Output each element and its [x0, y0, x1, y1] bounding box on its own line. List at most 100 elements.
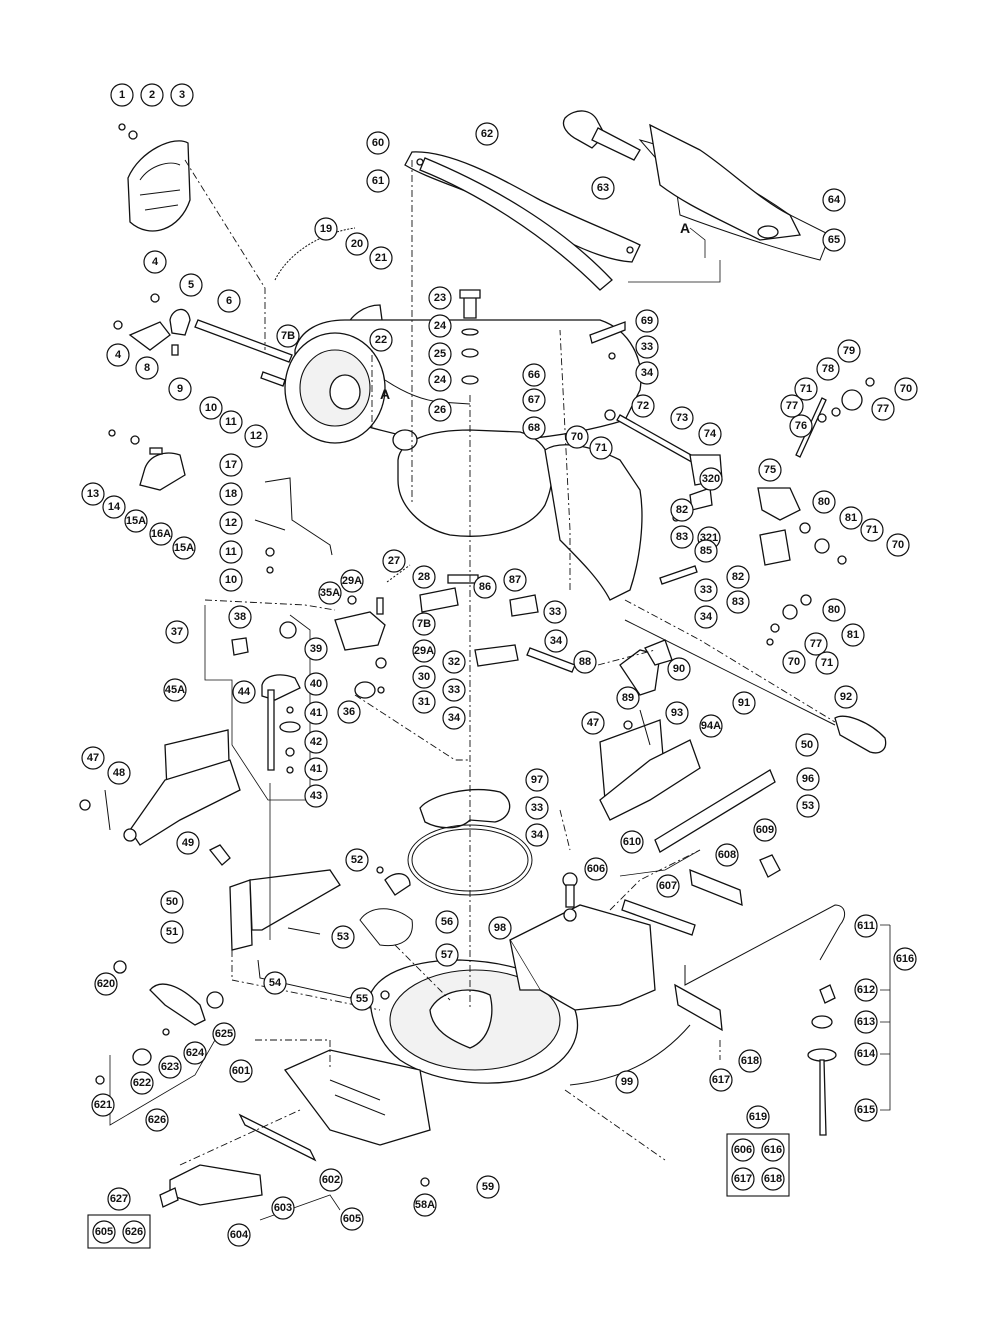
svg-text:94A: 94A [701, 720, 721, 732]
callout: 5 [179, 273, 203, 297]
callout: 34 [525, 823, 549, 847]
svg-text:99: 99 [621, 1076, 633, 1088]
svg-text:41: 41 [310, 707, 322, 719]
svg-text:96: 96 [802, 773, 814, 785]
svg-text:24: 24 [434, 320, 447, 332]
callout: 47 [81, 746, 105, 770]
blade-guard-cover [127, 140, 191, 232]
callout: 620 [94, 972, 118, 996]
svg-text:33: 33 [549, 606, 561, 618]
svg-text:65: 65 [828, 234, 840, 246]
callout: 602 [319, 1168, 343, 1192]
svg-text:58A: 58A [415, 1199, 435, 1211]
svg-text:56: 56 [441, 916, 453, 928]
callout: 23 [428, 286, 452, 310]
callout: 71 [794, 377, 818, 401]
svg-text:602: 602 [322, 1174, 340, 1186]
svg-text:24: 24 [434, 374, 447, 386]
svg-text:76: 76 [795, 420, 807, 432]
callout: 27 [382, 549, 406, 573]
svg-text:613: 613 [857, 1016, 875, 1028]
callout: 10 [219, 568, 243, 592]
callout: 76 [789, 414, 813, 438]
svg-text:610: 610 [623, 836, 641, 848]
svg-text:9: 9 [177, 383, 183, 395]
svg-text:81: 81 [847, 629, 859, 641]
svg-text:51: 51 [166, 926, 178, 938]
svg-text:611: 611 [857, 920, 875, 932]
plate-97 [419, 789, 511, 829]
callout: 71 [815, 651, 839, 675]
svg-text:82: 82 [732, 571, 744, 583]
latch-bracket [128, 321, 171, 351]
callouts: 1 2 3 4 4 5 6 7B 8 9 10 11 12 17 13 14 1… [81, 83, 918, 1247]
callout: 89 [616, 686, 640, 710]
callout: 14 [102, 495, 126, 519]
callout: 66 [522, 363, 546, 387]
kit-627: 627 605 626 [87, 1187, 151, 1249]
svg-text:23: 23 [434, 292, 446, 304]
svg-text:92: 92 [840, 691, 852, 703]
callout: 24 [428, 314, 452, 338]
callout: 622 [130, 1071, 154, 1095]
callout: 71 [589, 436, 613, 460]
svg-text:40: 40 [310, 678, 322, 690]
callout: 91 [732, 691, 756, 715]
callout: 42 [304, 730, 328, 754]
svg-text:14: 14 [108, 501, 121, 513]
svg-text:10: 10 [225, 574, 237, 586]
svg-text:604: 604 [230, 1229, 249, 1241]
svg-text:87: 87 [509, 574, 521, 586]
latch-35A [334, 611, 386, 651]
callout: 10 [199, 396, 223, 420]
svg-text:320: 320 [702, 473, 720, 485]
callout: 41 [304, 701, 328, 725]
svg-text:606: 606 [734, 1144, 752, 1156]
handle-620 [149, 983, 206, 1026]
callout: 90 [667, 657, 691, 681]
svg-text:63: 63 [597, 182, 609, 194]
svg-text:78: 78 [822, 363, 834, 375]
svg-text:15A: 15A [174, 542, 194, 554]
callout: 70 [894, 377, 918, 401]
svg-text:34: 34 [531, 829, 544, 841]
callout: 82 [670, 498, 694, 522]
callout: 85 [694, 539, 718, 563]
callout: 617 [709, 1068, 733, 1092]
callout: 98 [488, 916, 512, 940]
svg-text:29A: 29A [414, 645, 434, 657]
callout: 9 [168, 377, 192, 401]
fence-51 [229, 879, 253, 951]
callout: 81 [839, 506, 863, 530]
callout: 18 [219, 482, 243, 506]
shaft [194, 319, 293, 363]
svg-text:50: 50 [801, 739, 813, 751]
callout: 59 [476, 1175, 500, 1199]
svg-text:52: 52 [351, 854, 363, 866]
callout: 1 [110, 83, 134, 107]
svg-text:90: 90 [673, 663, 685, 675]
svg-text:80: 80 [818, 496, 830, 508]
callout: 33 [635, 335, 659, 359]
callout: 625 [212, 1022, 236, 1046]
callout: 7B [276, 324, 300, 348]
callout: 20 [345, 232, 369, 256]
svg-text:31: 31 [418, 696, 430, 708]
callout: 57 [435, 943, 459, 967]
callout: 15A [124, 509, 148, 533]
callout: 38 [228, 605, 252, 629]
svg-text:612: 612 [857, 984, 875, 996]
callout: 92 [834, 685, 858, 709]
svg-text:62: 62 [481, 128, 493, 140]
svg-text:8: 8 [144, 362, 150, 374]
svg-text:71: 71 [800, 383, 812, 395]
svg-text:30: 30 [418, 671, 430, 683]
svg-text:27: 27 [388, 555, 400, 567]
callout: 65 [822, 228, 846, 252]
svg-text:98: 98 [494, 922, 506, 934]
svg-text:12: 12 [225, 517, 237, 529]
handle-bar-rail [419, 157, 613, 291]
callout: 612 [854, 978, 878, 1002]
svg-text:7B: 7B [281, 330, 295, 342]
callout: 87 [503, 568, 527, 592]
